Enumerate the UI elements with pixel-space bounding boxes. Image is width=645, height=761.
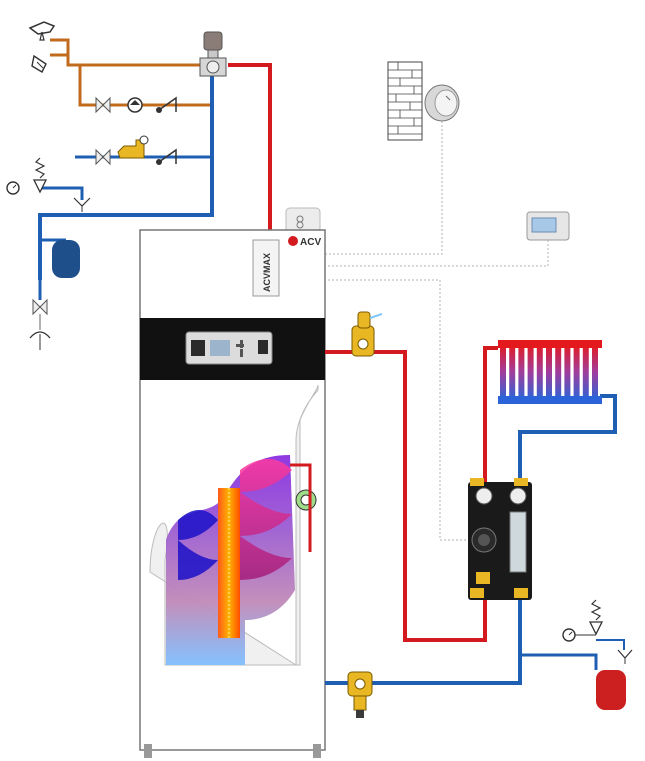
- outdoor-sensor-icon: [425, 85, 459, 121]
- control-panel: [140, 318, 325, 380]
- radiator-fin: [583, 344, 589, 400]
- radiator-fin: [528, 344, 534, 400]
- pressure-gauge-icon: [563, 629, 575, 641]
- pump-icon: [296, 490, 316, 510]
- radiator-fin: [518, 344, 524, 400]
- controller-module: ACVMAX: [253, 240, 279, 296]
- ball-valve-icon: [33, 300, 47, 314]
- flue-icon: [286, 208, 320, 232]
- radiator-icon: [498, 340, 602, 404]
- radiator-fin: [564, 344, 570, 400]
- ball-valve-icon: [96, 98, 110, 112]
- radiator-fin: [555, 344, 561, 400]
- pump-group-icon: [468, 478, 532, 600]
- shower-icon: [32, 56, 46, 72]
- pressure-gauge-icon: [7, 182, 19, 194]
- radiator-fin: [500, 344, 506, 400]
- radiator-fin: [509, 344, 515, 400]
- ball-valve-icon: [96, 150, 110, 164]
- radiator-fin: [537, 344, 543, 400]
- drain-funnel-icon: [618, 650, 632, 664]
- radiator-fin: [574, 344, 580, 400]
- radiator-fin: [592, 344, 598, 400]
- brick-wall: [388, 62, 422, 140]
- mixing-valve-icon: [200, 32, 226, 76]
- controller-label: ACVMAX: [262, 253, 272, 292]
- tap-icon: [30, 22, 54, 40]
- air-vent-icon: [352, 312, 382, 356]
- radiator-fin: [546, 344, 552, 400]
- pressure-reducer-icon: [118, 136, 148, 158]
- expansion-vessel-cold: [52, 240, 80, 278]
- dirt-separator-icon: [348, 672, 372, 718]
- drain-funnel-icon: [30, 332, 50, 350]
- room-thermostat-icon: [527, 212, 569, 240]
- pump-icon: [128, 98, 142, 112]
- brand-label: ACV: [300, 237, 321, 248]
- safety-valve-icon: [590, 600, 602, 634]
- expansion-vessel-heating: [596, 670, 626, 710]
- drain-funnel-icon: [74, 198, 90, 212]
